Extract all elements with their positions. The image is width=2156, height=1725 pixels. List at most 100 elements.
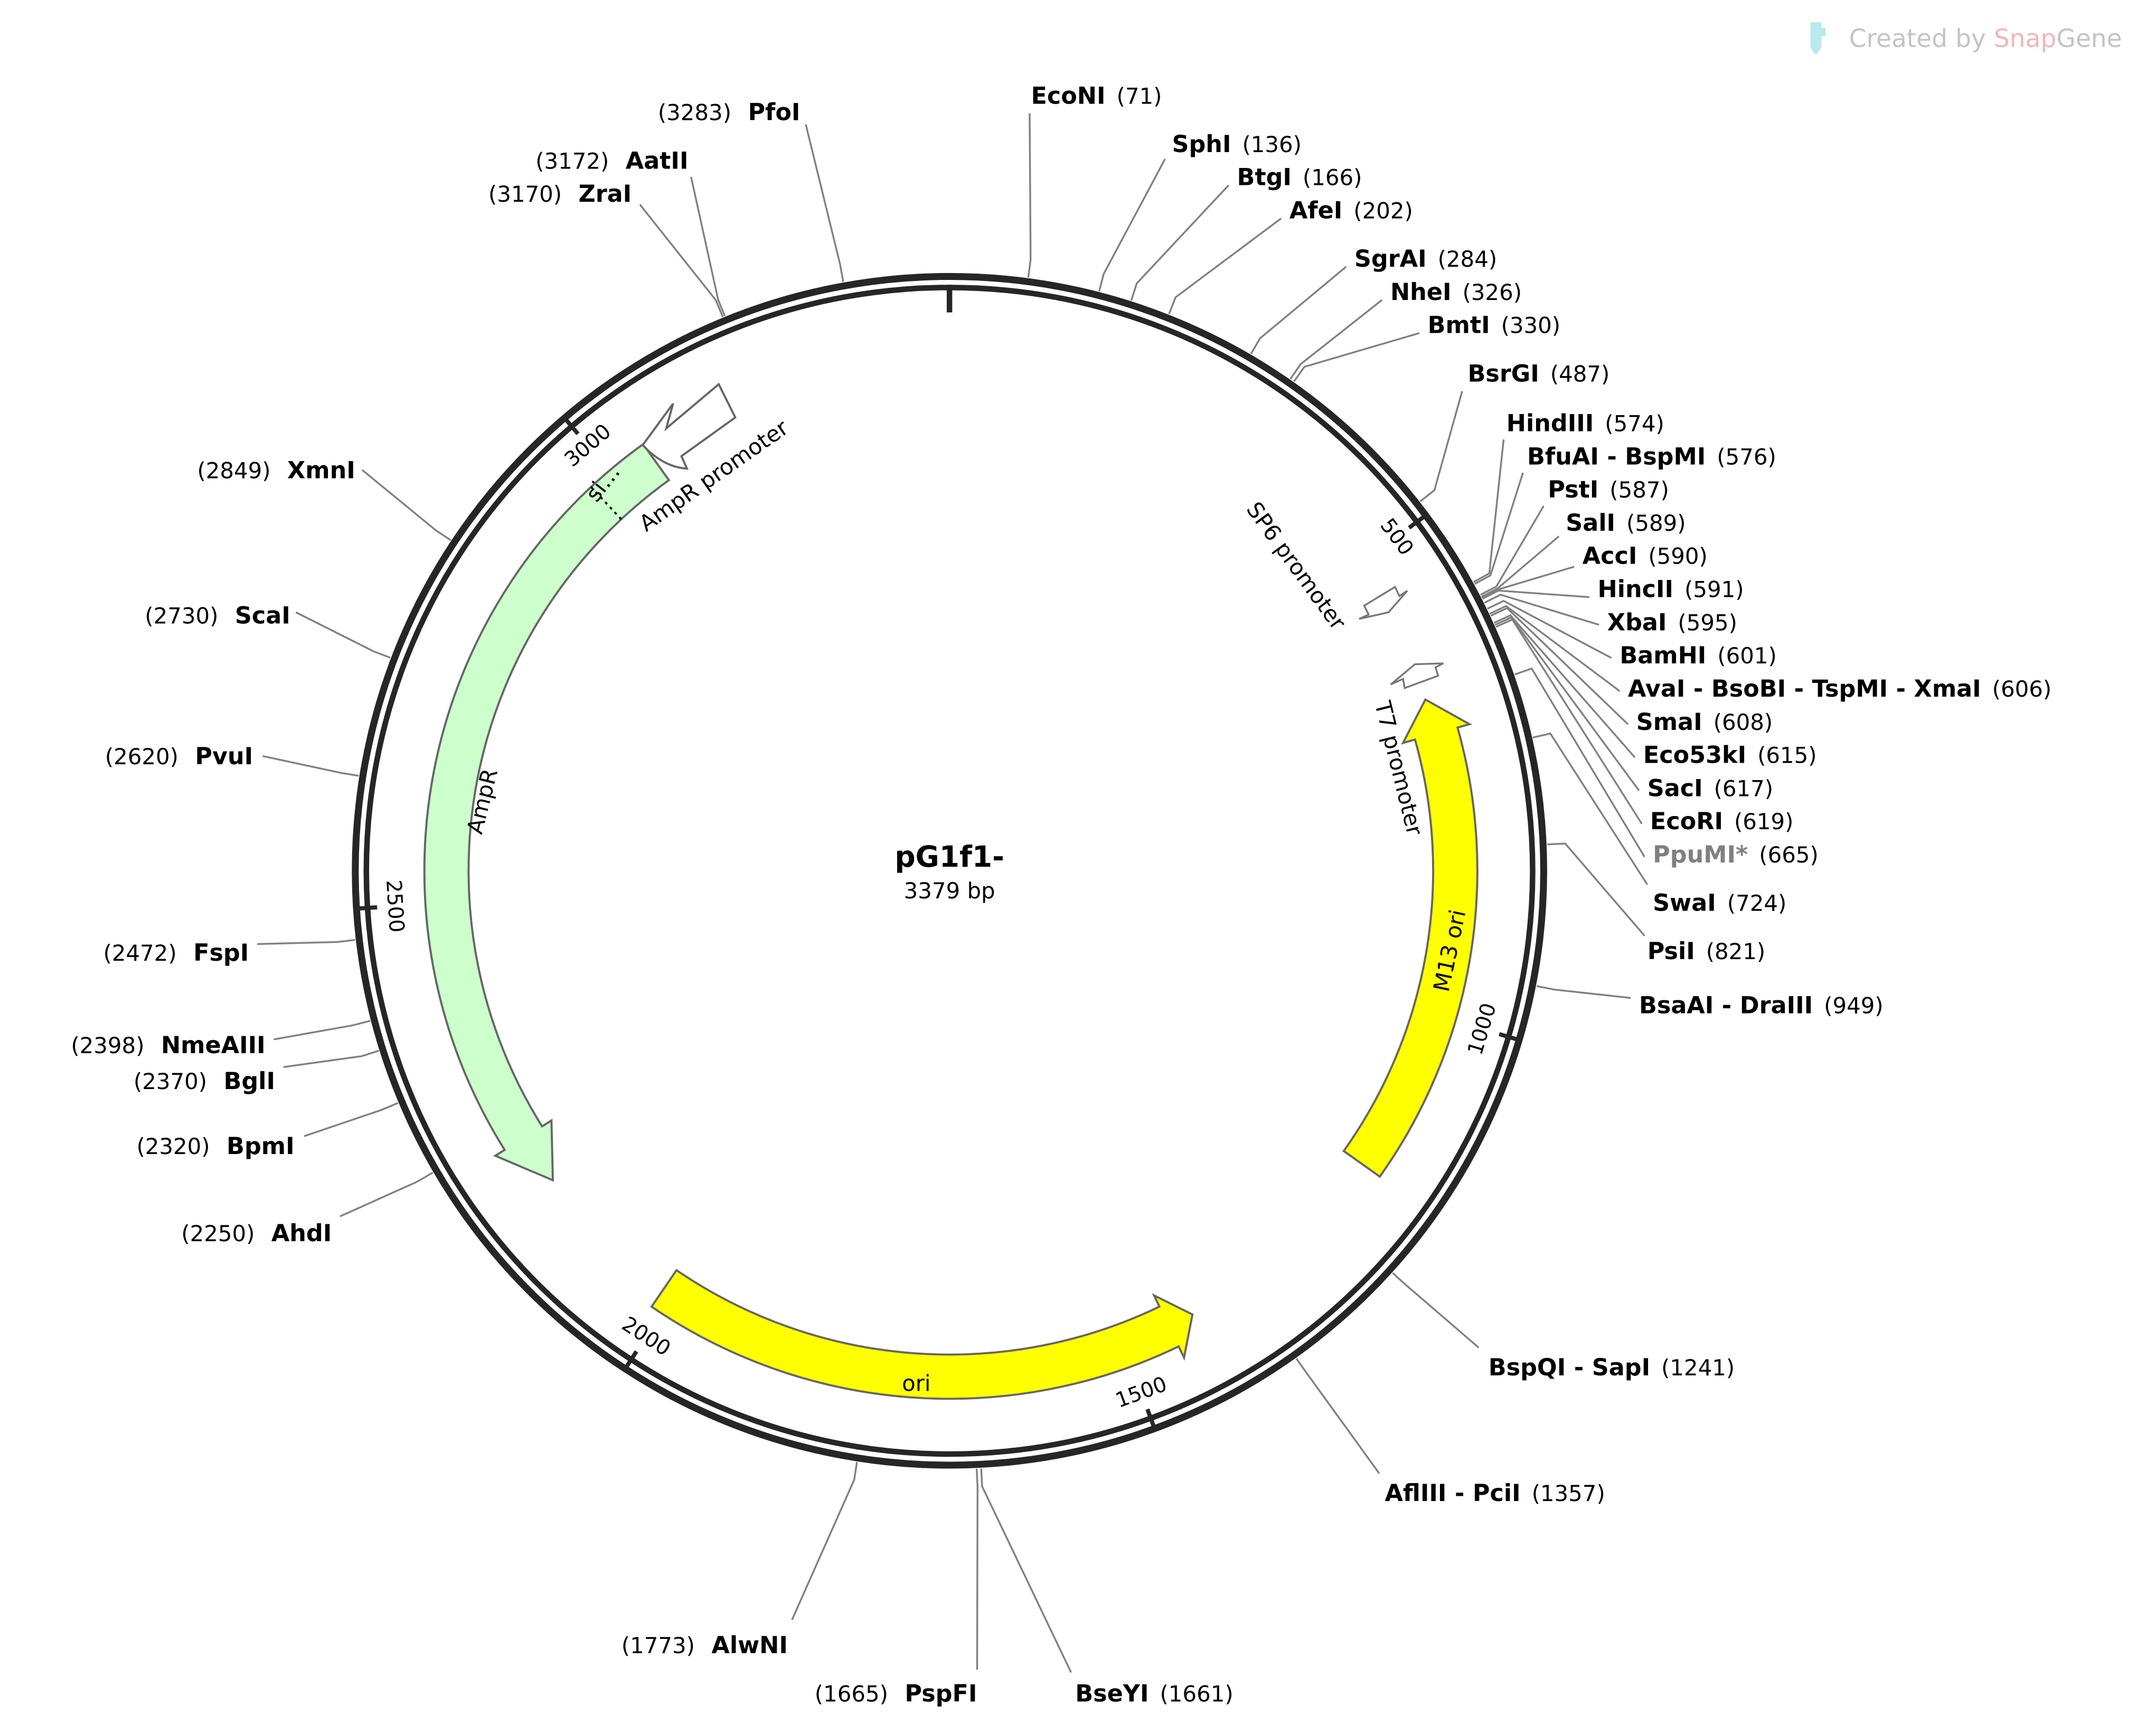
enzyme-label[interactable]: Eco53kI(615) (1643, 742, 1817, 769)
enzyme-label[interactable]: XbaI(595) (1607, 609, 1737, 636)
enzyme-name: AvaI - BsoBI - TspMI - XmaI (1628, 676, 1981, 702)
enzyme-label[interactable]: (2849) XmnI (197, 457, 355, 484)
enzyme-label[interactable]: AflIII - PciI(1357) (1385, 1480, 1605, 1507)
enzyme-site-line (304, 1102, 399, 1137)
enzyme-label[interactable]: (2730)ScaI (145, 602, 290, 629)
enzyme-label[interactable]: (2370)BglI (134, 1068, 275, 1095)
enzyme-site-line (1484, 594, 1599, 626)
enzyme-label[interactable]: BsrGI(487) (1467, 360, 1609, 387)
enzyme-label[interactable]: (3283)PfoI (658, 99, 801, 126)
enzyme-name: AccI (1583, 543, 1637, 570)
enzyme-position: (2398) (71, 1033, 144, 1058)
enzyme-position: (2370) (134, 1068, 207, 1094)
plasmid-name: pG1f1- (895, 840, 1004, 874)
enzyme-label[interactable]: AccI(590) (1583, 543, 1708, 570)
enzyme-label[interactable]: AvaI - BsoBI - TspMI - XmaI (606) (1628, 676, 2051, 702)
enzyme-position: (1665) (815, 1681, 888, 1707)
enzyme-label[interactable]: SacI (617) (1647, 775, 1773, 802)
t7-promoter-arrow[interactable] (1390, 662, 1444, 690)
enzyme-name: SphI (1172, 131, 1231, 158)
watermark-brand-gene: Gene (2056, 24, 2122, 53)
enzyme-position: (2849) (197, 457, 270, 483)
enzyme-label[interactable]: AfeI(202) (1289, 197, 1413, 224)
enzyme-name: EcoRI (1650, 808, 1723, 835)
enzyme-lines (257, 113, 1649, 1673)
enzyme-site-line (639, 204, 724, 317)
enzyme-name: NheI (1390, 279, 1452, 306)
enzyme-position: (821) (1706, 939, 1766, 964)
enzyme-name: AhdI (271, 1220, 332, 1247)
enzyme-name: SacI (1647, 775, 1703, 802)
enzyme-label[interactable]: PpuMI*(665) (1653, 841, 1819, 868)
enzyme-name: PspFI (905, 1681, 977, 1708)
ori-feature-arrow[interactable] (650, 1269, 1194, 1400)
enzyme-label[interactable]: EcoNI(71) (1031, 82, 1162, 109)
enzyme-position: (2250) (181, 1221, 255, 1246)
enzyme-position: (2472) (103, 940, 176, 966)
enzyme-label[interactable]: NheI (326) (1390, 279, 1522, 306)
enzyme-label[interactable]: SmaI(608) (1636, 709, 1773, 736)
signal-sequence-boundary (590, 486, 622, 520)
enzyme-site-line (1098, 158, 1166, 292)
enzyme-position: (136) (1242, 132, 1302, 157)
sp6-promoter-arrow[interactable] (1359, 585, 1408, 620)
enzyme-label[interactable]: EcoRI(619) (1650, 808, 1794, 835)
enzyme-position: (1773) (622, 1633, 695, 1658)
enzyme-label[interactable]: (3172)AatII (535, 147, 688, 174)
enzyme-label[interactable]: BspQI - SapI (1241) (1489, 1354, 1735, 1381)
enzyme-label[interactable]: (2250) AhdI (181, 1220, 332, 1247)
enzyme-name: BspQI - SapI (1489, 1354, 1650, 1381)
enzyme-label[interactable]: SphI (136) (1172, 131, 1302, 158)
tick-label: 1500 (1113, 1372, 1170, 1413)
enzyme-label[interactable]: SgrAI(284) (1354, 246, 1497, 273)
enzyme-label[interactable]: (2320)BpmI (136, 1133, 294, 1160)
enzyme-position: (326) (1462, 279, 1522, 305)
enzyme-name: AlwNI (711, 1632, 788, 1659)
enzyme-label[interactable]: (2398)NmeAIII (71, 1032, 265, 1059)
enzyme-label[interactable]: BtgI(166) (1237, 164, 1362, 191)
enzyme-site-line (1547, 842, 1645, 936)
enzyme-site-line (1487, 599, 1612, 659)
enzyme-label[interactable]: SalI(589) (1566, 510, 1686, 537)
enzyme-label[interactable]: HincII(591) (1597, 576, 1744, 603)
enzyme-label[interactable]: (1665) PspFI (815, 1681, 977, 1708)
enzyme-site-line (1293, 332, 1420, 382)
enzyme-labels: EcoNI(71) SphI (136) BtgI(166) AfeI(202) SgrA… (71, 82, 2051, 1707)
enzyme-label[interactable]: (1773) AlwNI (622, 1632, 788, 1659)
ampr-promoter-arrow[interactable] (641, 382, 737, 470)
enzyme-position: (1241) (1661, 1355, 1735, 1381)
enzyme-position: (665) (1759, 842, 1819, 868)
enzyme-name: XmnI (287, 457, 355, 484)
enzyme-label[interactable]: BamHI(601) (1620, 642, 1777, 669)
enzyme-label[interactable]: PstI(587) (1548, 476, 1669, 503)
enzyme-label[interactable]: BfuAI - BspMI(576) (1527, 443, 1776, 470)
enzyme-position: (617) (1714, 775, 1774, 801)
enzyme-label[interactable]: (2472)FspI (103, 940, 249, 967)
enzyme-position: (591) (1684, 577, 1744, 603)
enzyme-label[interactable]: (2620)PvuI (105, 743, 253, 770)
ampr-feature-arrow[interactable] (423, 443, 671, 1182)
enzyme-name: HindIII (1507, 410, 1594, 437)
m13-ori-feature-arrow[interactable] (1342, 698, 1479, 1178)
enzyme-label[interactable]: (3170)ZraI (488, 181, 632, 208)
enzyme-label[interactable]: PsiI(821) (1647, 938, 1766, 965)
enzyme-label[interactable]: HindIII(574) (1507, 410, 1664, 437)
enzyme-position: (3170) (488, 181, 562, 207)
tube-icon (1810, 22, 1826, 54)
enzyme-label[interactable]: SwaI(724) (1653, 890, 1786, 917)
enzyme-name: SgrAI (1354, 246, 1427, 273)
enzyme-name: BsrGI (1467, 360, 1539, 387)
tick-label: 2500 (381, 879, 408, 933)
enzyme-label[interactable]: BseYI(1661) (1075, 1681, 1233, 1708)
enzyme-position: (1357) (1532, 1480, 1605, 1506)
enzyme-site-line (1514, 667, 1645, 858)
enzyme-position: (724) (1727, 890, 1787, 916)
enzyme-position: (606) (1992, 676, 2052, 702)
enzyme-site-line (1168, 218, 1282, 315)
enzyme-label[interactable]: BmtI(330) (1428, 312, 1561, 339)
tick-mark (1499, 1032, 1521, 1043)
enzyme-label[interactable]: BsaAI - DraIII(949) (1639, 992, 1884, 1019)
tick-mark (1145, 1408, 1157, 1431)
tick-label: 500 (1376, 514, 1418, 560)
